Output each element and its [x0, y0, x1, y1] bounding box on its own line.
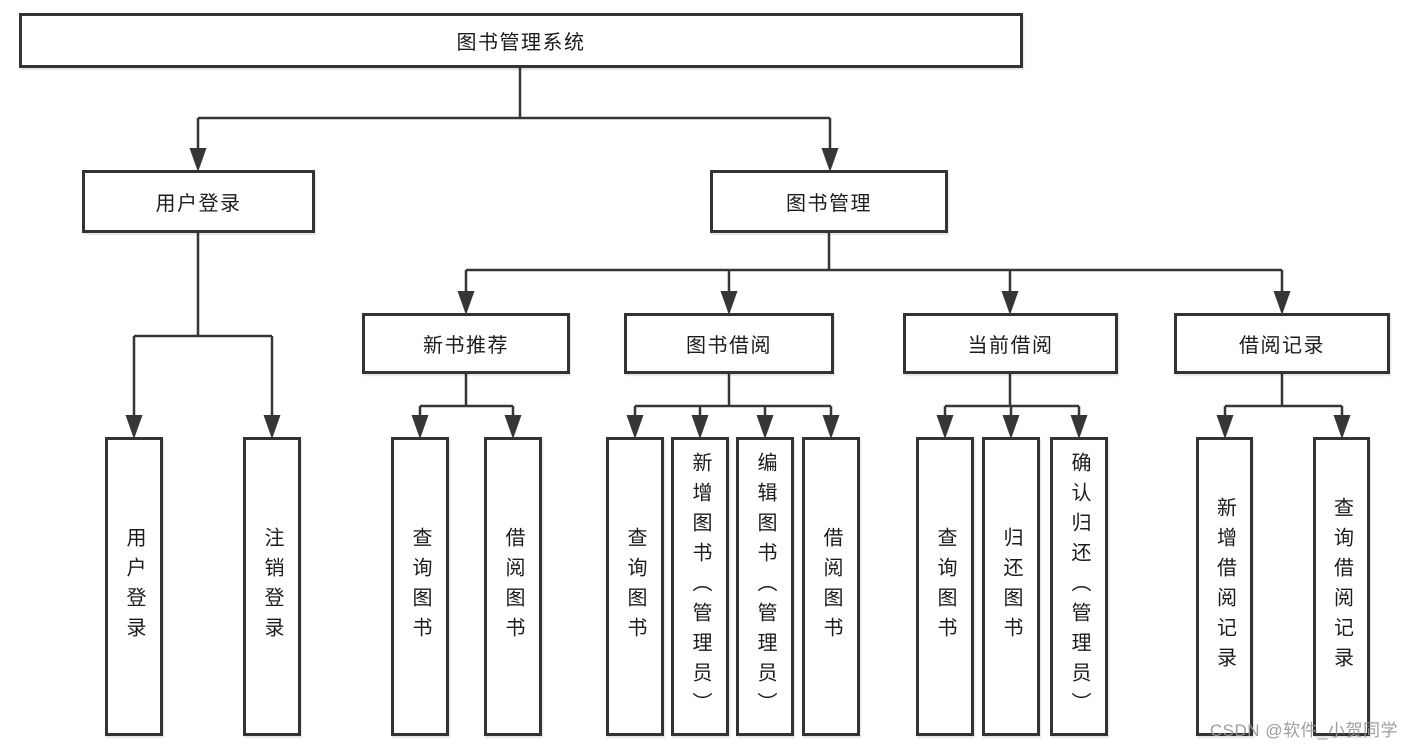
node-label: 查询图书: [934, 526, 956, 647]
node-library-management-system: 图书管理系统: [19, 13, 1023, 68]
leaf-add-borrow-record: 新增借阅记录: [1196, 437, 1253, 736]
leaf-add-book-admin: 新增图书（管理员）: [671, 437, 729, 736]
node-label: 用户登录: [123, 526, 145, 647]
node-book-management: 图书管理: [710, 170, 948, 233]
node-label: 确认归还（管理员）: [1068, 451, 1090, 722]
node-label: 新增借阅记录: [1213, 496, 1236, 677]
leaf-return-books: 归还图书: [982, 437, 1040, 736]
node-label: 查询图书: [624, 526, 646, 647]
node-label: 查询图书: [409, 526, 431, 647]
node-label: 查询借阅记录: [1330, 496, 1353, 677]
leaf-query-books-borrow: 查询图书: [606, 437, 664, 736]
node-label: 图书管理系统: [456, 32, 586, 54]
node-label: 借阅图书: [820, 526, 842, 647]
node-label: 注销登录: [261, 526, 283, 647]
node-label: 用户登录: [155, 193, 242, 215]
node-label: 新书推荐: [423, 335, 509, 357]
node-label: 新增图书（管理员）: [689, 451, 711, 722]
node-label: 图书管理: [786, 193, 872, 215]
leaf-edit-book-admin: 编辑图书（管理员）: [736, 437, 794, 736]
node-label: 借阅记录: [1239, 335, 1325, 357]
leaf-user-login: 用户登录: [105, 437, 163, 736]
node-label: 当前借阅: [967, 335, 1054, 357]
node-label: 借阅图书: [502, 526, 524, 647]
leaf-logout-login: 注销登录: [243, 437, 301, 736]
leaf-confirm-return-admin: 确认归还（管理员）: [1050, 437, 1108, 736]
node-current-borrowing: 当前借阅: [903, 313, 1118, 374]
node-book-borrowing: 图书借阅: [624, 313, 834, 374]
leaf-query-books-current: 查询图书: [916, 437, 974, 736]
csdn-watermark: CSDN @软件_小贺同学: [1209, 721, 1398, 740]
node-borrowing-records: 借阅记录: [1174, 313, 1390, 374]
node-user-login: 用户登录: [82, 170, 315, 233]
leaf-query-books-recommend: 查询图书: [391, 437, 449, 736]
leaf-borrow-books-borrow: 借阅图书: [802, 437, 860, 736]
node-new-book-recommendation: 新书推荐: [362, 313, 570, 374]
leaf-borrow-books-recommend: 借阅图书: [484, 437, 542, 736]
node-label: 归还图书: [1000, 526, 1022, 647]
node-label: 图书借阅: [686, 335, 772, 357]
node-label: 编辑图书（管理员）: [754, 451, 776, 722]
leaf-query-borrow-record: 查询借阅记录: [1313, 437, 1370, 736]
